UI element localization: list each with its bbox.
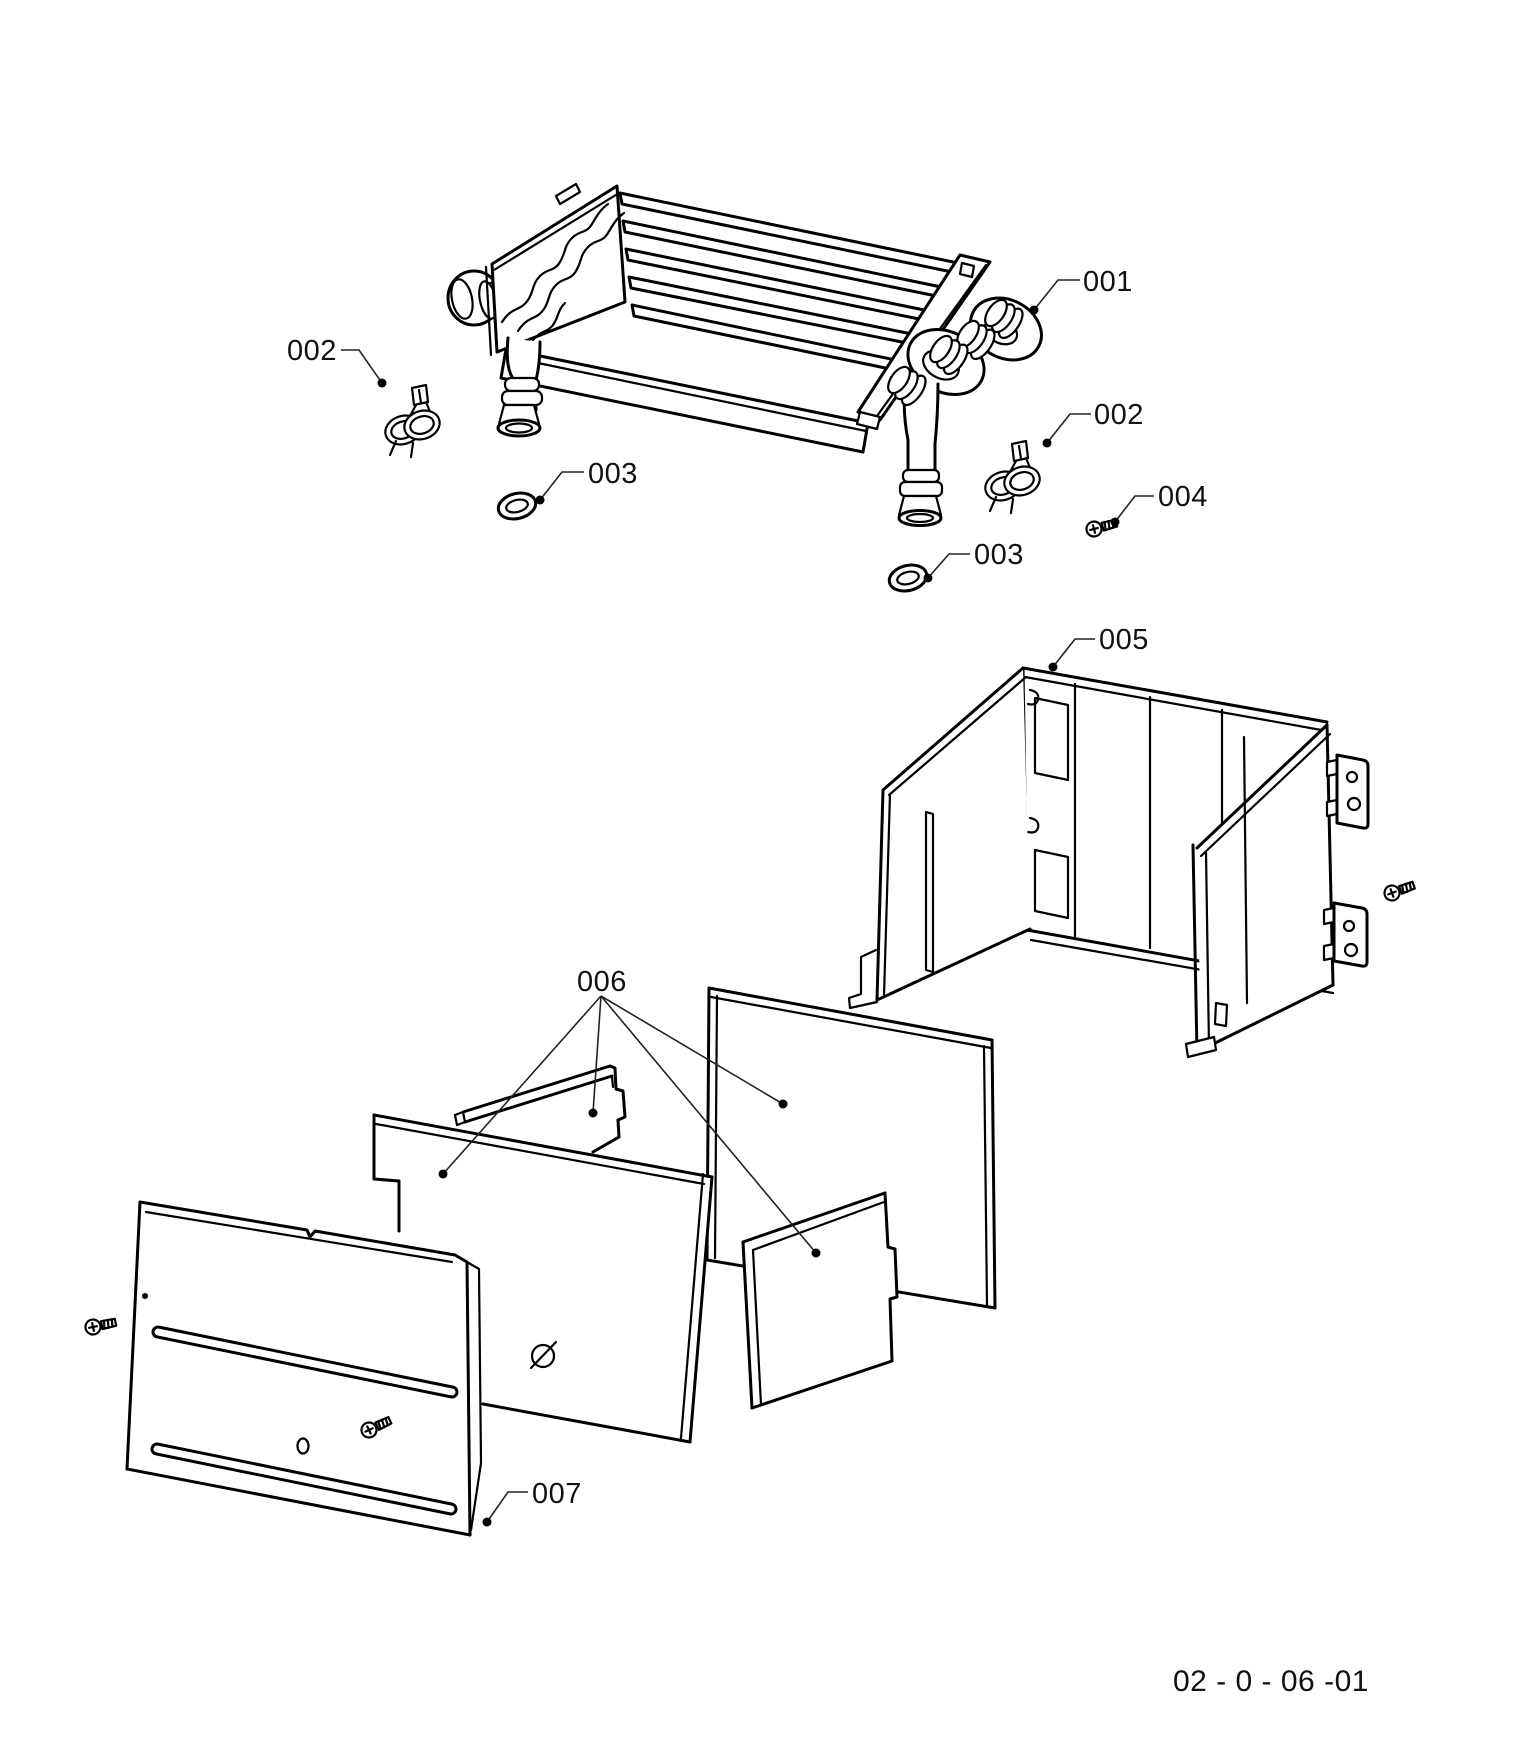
hx-front-rail bbox=[499, 347, 870, 454]
casing-bracket-lower bbox=[1322, 901, 1369, 968]
callout-002-right: 002 bbox=[1042, 399, 1144, 448]
casing-bracket-upper bbox=[1325, 753, 1370, 830]
callout-006-label: 006 bbox=[577, 966, 627, 998]
hx-right-down-pipe bbox=[897, 468, 944, 527]
callout-001-label: 001 bbox=[1083, 266, 1133, 298]
hx-union-nut-4 bbox=[887, 365, 927, 407]
insulation-side-panel bbox=[741, 1191, 899, 1410]
callout-006: 006 bbox=[438, 966, 821, 1258]
hx-fin-wave-2 bbox=[516, 211, 626, 333]
drawing-number: 02 - 0 - 06 -01 bbox=[1173, 1665, 1369, 1698]
part-002-clamp-left bbox=[380, 383, 445, 459]
part-005-casing bbox=[847, 666, 1370, 1059]
hx-fin-wave-1 bbox=[500, 202, 610, 324]
casing-left-wall bbox=[847, 666, 1032, 1010]
callout-007: 007 bbox=[482, 1478, 582, 1527]
part-007-front-panel bbox=[125, 1200, 483, 1537]
insulation-sight-hole bbox=[530, 1343, 556, 1369]
callout-003-left: 003 bbox=[535, 458, 638, 505]
callout-007-label: 007 bbox=[532, 1478, 582, 1510]
insulation-top-strip bbox=[453, 1064, 627, 1154]
part-001-heat-exchanger bbox=[446, 182, 1043, 527]
callout-005: 005 bbox=[1048, 624, 1149, 672]
hx-fin-wave-3 bbox=[531, 301, 567, 342]
hx-left-end-plate bbox=[484, 182, 627, 357]
screw-casing-right bbox=[1381, 876, 1418, 904]
insulation-middle-panel bbox=[372, 1113, 714, 1444]
part-002-clamp-right bbox=[980, 439, 1045, 515]
front-panel-hole bbox=[296, 1437, 310, 1455]
hx-right-elbows bbox=[887, 296, 1043, 476]
callout-003-left-label: 003 bbox=[588, 458, 638, 490]
callout-002-right-label: 002 bbox=[1094, 399, 1144, 431]
part-003-o-ring-right bbox=[885, 559, 931, 597]
casing-left-foot bbox=[847, 948, 879, 1010]
callout-003-right-label: 003 bbox=[974, 539, 1024, 571]
callout-002-left-label: 002 bbox=[287, 335, 337, 367]
hx-tube-bundle bbox=[499, 191, 960, 454]
hx-union-nut-1 bbox=[984, 298, 1024, 340]
callouts: 001 002 002 003 003 004 bbox=[287, 266, 1208, 1527]
hx-left-down-pipe bbox=[496, 336, 544, 438]
hx-union-nut-3 bbox=[929, 334, 969, 376]
casing-right-wall bbox=[1184, 723, 1370, 1059]
callout-001: 001 bbox=[1029, 266, 1133, 315]
part-003-o-ring-left bbox=[494, 487, 540, 525]
callout-004: 004 bbox=[1110, 481, 1208, 527]
part-006-insulation-panels bbox=[372, 986, 997, 1444]
callout-002-left: 002 bbox=[287, 335, 387, 388]
callout-005-label: 005 bbox=[1099, 624, 1149, 656]
callout-004-label: 004 bbox=[1158, 481, 1208, 513]
screw-front-panel-floating bbox=[83, 1313, 119, 1337]
callout-003-right: 003 bbox=[923, 539, 1024, 583]
